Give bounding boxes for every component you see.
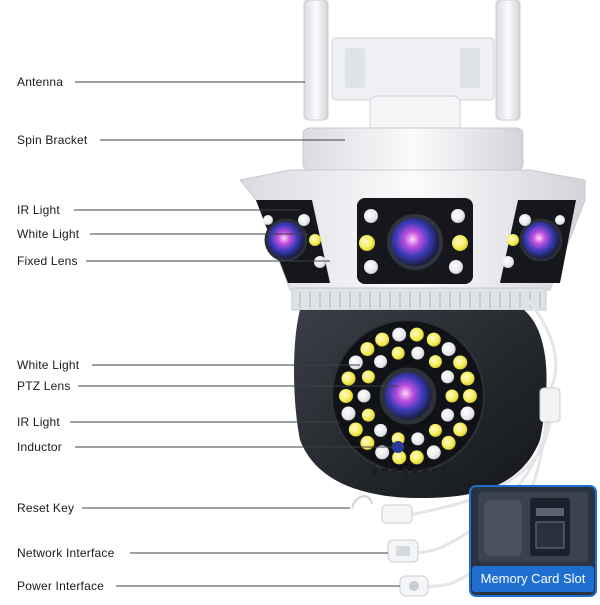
ptz-led: [341, 406, 356, 421]
ptz-led: [374, 355, 388, 369]
ptz-led: [348, 355, 363, 370]
ptz-led: [361, 408, 375, 422]
label-inductor: Inductor: [17, 440, 62, 454]
ptz-led: [339, 389, 353, 403]
inductor-sensor: [392, 441, 404, 453]
label-fixed-lens: Fixed Lens: [17, 254, 78, 268]
ptz-led: [441, 370, 455, 384]
ptz-led: [374, 423, 388, 437]
fixed-lens-center-panel: [357, 198, 473, 284]
ptz-led: [360, 435, 375, 450]
ptz-led: [445, 389, 459, 403]
ptz-led: [392, 327, 407, 342]
label-power-interface: Power Interface: [17, 579, 105, 593]
fixed-lens-housing: [239, 169, 586, 311]
fixed-lens-right-panel: [500, 200, 576, 283]
ptz-led: [375, 445, 390, 460]
label-ptz-lens: PTZ Lens: [17, 379, 71, 393]
ptz-dome: [294, 310, 547, 498]
ptz-led: [391, 346, 405, 360]
leader-lines: [70, 81, 400, 587]
ptz-led: [453, 355, 468, 370]
ptz-led: [341, 371, 356, 386]
label-reset-key: Reset Key: [17, 501, 75, 515]
label-white-light-upper: White Light: [17, 227, 80, 241]
label-ir-light-upper: IR Light: [17, 203, 60, 217]
spin-bracket: [302, 37, 524, 171]
ptz-led-ring: [339, 327, 477, 465]
ptz-led: [392, 450, 407, 465]
ptz-led: [453, 422, 468, 437]
ptz-lens: [379, 367, 437, 425]
ptz-led: [463, 389, 477, 403]
label-ir-light-lower: IR Light: [17, 415, 60, 429]
label-network-interface: Network Interface: [17, 546, 115, 560]
fixed-lens-left-panel: [256, 200, 330, 283]
label-antenna: Antenna: [17, 75, 64, 89]
power-connector: [399, 575, 429, 597]
ptz-led: [361, 370, 375, 384]
ptz-led: [360, 342, 375, 357]
ptz-led: [357, 389, 371, 403]
ptz-led: [428, 423, 442, 437]
ptz-led: [375, 332, 390, 347]
ptz-led: [460, 406, 475, 421]
ptz-led: [441, 342, 456, 357]
ptz-led: [426, 332, 441, 347]
ptz-led: [428, 355, 442, 369]
antenna-left: [303, 0, 329, 121]
ptz-led: [409, 450, 424, 465]
label-white-light-lower: White Light: [17, 358, 80, 372]
ptz-led: [348, 422, 363, 437]
ptz-led: [460, 371, 475, 386]
ptz-led: [426, 445, 441, 460]
ptz-led: [411, 346, 425, 360]
ptz-led: [441, 435, 456, 450]
memory-card-slot-caption: Memory Card Slot: [472, 566, 594, 592]
ptz-led: [411, 432, 425, 446]
ptz-led: [409, 327, 424, 342]
network-connector: [387, 539, 419, 563]
label-spin-bracket: Spin Bracket: [17, 133, 88, 147]
reset-key: [351, 495, 413, 524]
antenna-group: [303, 0, 521, 121]
ptz-led: [441, 408, 455, 422]
antenna-right: [495, 0, 521, 121]
